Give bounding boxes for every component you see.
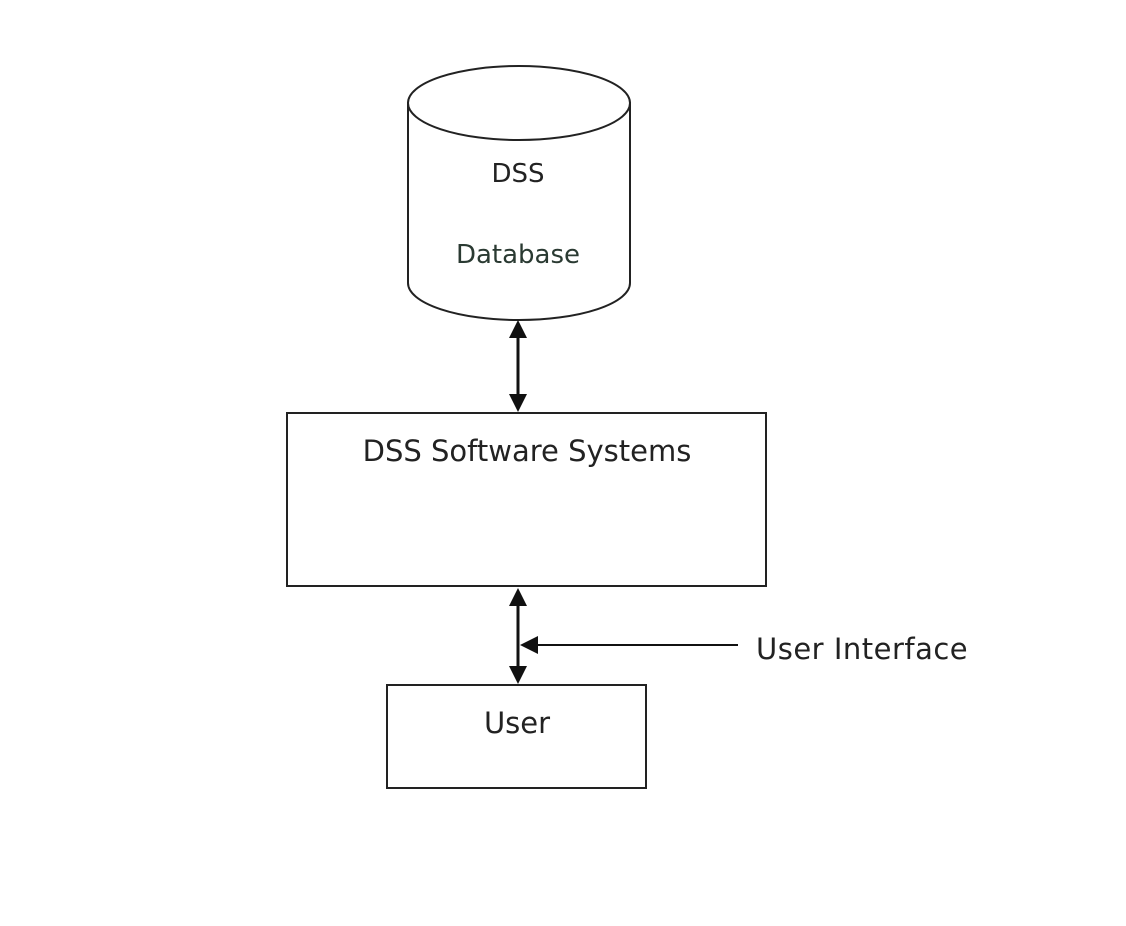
user-label: User	[483, 706, 551, 740]
software-system-label: DSS Software Systems	[362, 434, 692, 468]
user-interface-pointer	[520, 636, 738, 654]
software-system-box	[286, 412, 767, 587]
arrowhead-down-icon	[509, 666, 527, 684]
arrowhead-up-icon	[509, 320, 527, 338]
system-user-connector	[509, 588, 527, 684]
database-cylinder	[407, 65, 631, 321]
database-system-connector	[509, 320, 527, 412]
user-interface-label: User Interface	[756, 632, 969, 666]
arrowhead-up-icon	[509, 588, 527, 606]
user-box	[386, 684, 647, 789]
database-label-line2: Database	[455, 240, 581, 270]
database-label-line1: DSS	[491, 159, 545, 189]
arrowhead-left-icon	[520, 636, 538, 654]
arrowhead-down-icon	[509, 394, 527, 412]
database-cylinder-top	[407, 65, 631, 141]
database-cylinder-body	[407, 102, 631, 321]
